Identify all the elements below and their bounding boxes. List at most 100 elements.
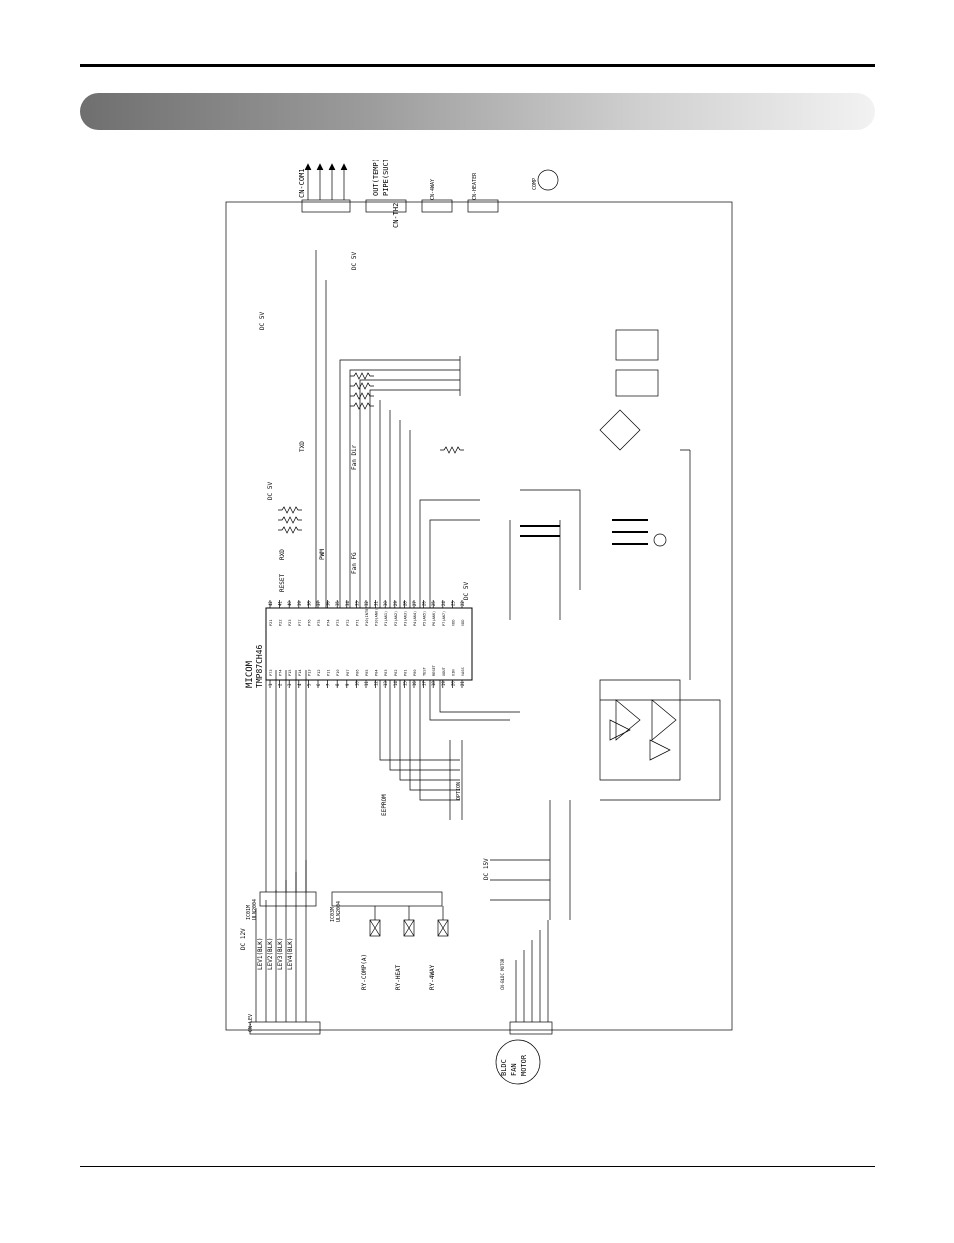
mcu-pin-label-top: P74: [327, 620, 331, 627]
mcu-pin-number-bottom: 3: [287, 683, 292, 686]
cn-lev-label: CN-LEV: [248, 1014, 254, 1032]
opamp-section: [600, 699, 721, 801]
mcu-pin-number-bottom: 13: [383, 681, 388, 686]
mcu-pin-number-top: 31: [374, 601, 379, 606]
bottom-rule: [80, 1166, 875, 1167]
mcu-pin-label-bottom: P15: [288, 670, 292, 677]
mcu-pin-label-top: P1(AN1): [384, 611, 388, 626]
mcu-pin-number-top: 38: [306, 601, 311, 606]
txd-tag: TXD: [299, 441, 306, 452]
mcu-pin-label-bottom: P12: [317, 670, 321, 677]
outtemp-label: OUT(TEMP): [372, 160, 380, 196]
mcu-pin-label-bottom: P02: [394, 670, 398, 677]
mcu-pin-number-top: 35: [335, 601, 340, 606]
signal-bus: [315, 250, 571, 920]
mcu-pin-label-top: P5(AN5): [423, 611, 427, 626]
ry-comp-label: RY-COMP(A): [361, 954, 368, 990]
mcu-pin-number-top: 23: [450, 601, 455, 606]
mcu-pin-number-top: 25: [431, 601, 436, 606]
conn-com1-label: CN-COM1: [298, 168, 306, 198]
mcu-pin-label-top: P75: [317, 620, 321, 627]
option-label: OPTION: [456, 782, 462, 800]
mcu-pin-label-bottom: P03: [384, 670, 388, 677]
mcu-pin-number-bottom: 7: [326, 683, 331, 686]
comp-circle: [537, 169, 559, 191]
mcu-pin-label-top: P73: [336, 620, 340, 627]
conn-4way-block: [421, 199, 453, 213]
mcu-pin-number-top: 32: [364, 601, 369, 606]
ic01m-ref: IC01M: [246, 905, 252, 920]
mcu-pin-label-top: P21: [269, 620, 273, 627]
mcu-pin-number-top: 30: [383, 601, 388, 606]
mcu-pin-number-bottom: 16: [412, 681, 417, 686]
conn-4way-label: CN-4WAY: [430, 179, 436, 200]
mcu-pin-label-top: P72: [346, 620, 350, 627]
mcu-body: [265, 607, 473, 681]
pipe-suction-label: PIPE(SUCTION): [382, 160, 390, 196]
resistor-networks: [278, 372, 464, 534]
mcu-pins: 42P2141P2240P2339P7738P7637P7536P7435P73…: [268, 600, 465, 688]
motor-label-1: BLDC: [500, 1059, 508, 1076]
mcu-pin-label-bottom: P73: [269, 670, 273, 677]
mcu-pin-number-top: 26: [422, 601, 427, 606]
mcu-pin-label-bottom: XOUT: [442, 667, 446, 676]
mcu-pin-number-bottom: 19: [441, 681, 446, 686]
mcu-pin-label-bottom: P74: [279, 670, 283, 677]
board-outline: [225, 201, 733, 1031]
ic01m-part: ULN2004: [252, 899, 258, 920]
mcu-pin-label-top: VDD: [451, 620, 455, 627]
fan-dir-tag: Fan Dir: [351, 444, 358, 470]
mcu-pin-label-bottom: P04: [375, 670, 379, 677]
ry-heat-label: RY-HEAT: [395, 964, 402, 990]
bldc-motor: [495, 1039, 541, 1085]
mcu-pin-number-bottom: 8: [335, 683, 340, 686]
mcu-pin-number-top: 34: [345, 601, 350, 606]
mcu-pin-number-top: 28: [402, 601, 407, 606]
reset-tag: RESET: [279, 574, 286, 592]
mcu-pin-label-top: P3(AN3): [403, 611, 407, 626]
conn-th2-label: CN-TH2: [392, 203, 400, 228]
mcu-pin-number-bottom: 11: [364, 681, 369, 686]
mcu-pin-label-bottom: VASS: [461, 667, 465, 676]
fan-fg-tag: Fan FG: [351, 552, 358, 574]
mcu-pin-number-top: 39: [297, 601, 302, 606]
conn-heater-block: [467, 199, 499, 213]
lev-wires: [255, 860, 307, 1022]
mcu-pin-number-top: 22: [460, 601, 465, 606]
motor-wires: [515, 920, 549, 1022]
mcu-pin-label-top: P23: [288, 620, 292, 627]
mcu-pin-label-top: P7(AN7): [442, 611, 446, 626]
mcu-pin-number-top: 40: [287, 601, 292, 606]
mcu-pin-label-bottom: P00: [413, 670, 417, 677]
mcu-pin-label-top: P4(AN4): [413, 611, 417, 626]
section-banner: [80, 93, 875, 130]
mcu-pin-number-top: 37: [316, 601, 321, 606]
mcu-pin-number-top: 24: [441, 601, 446, 606]
rxd-tag: RXD: [279, 549, 286, 560]
motor-label-3: MOTOR: [520, 1054, 528, 1076]
ic03m-body: [331, 891, 443, 907]
top-rule: [80, 64, 875, 67]
mcu-pin-number-top: 42: [268, 601, 273, 606]
mcu-pin-label-top: P2(AN2): [394, 611, 398, 626]
lev-drive-lines: [265, 670, 307, 892]
mcu-pin-label-bottom: P01: [403, 670, 407, 677]
mcu-pin-number-top: 33: [354, 601, 359, 606]
dc5v-tag-b: DC 5V: [267, 482, 274, 500]
mcu-pin-number-top: 36: [326, 601, 331, 606]
ic01m-body: [259, 891, 317, 907]
mcu-pin-number-top: 41: [278, 601, 283, 606]
dc12v-tag: DC 12V: [240, 928, 247, 950]
mcu-pin-number-top: 29: [393, 601, 398, 606]
mcu-pin-label-bottom: P11: [327, 670, 331, 677]
mcu-pin-label-bottom: P13: [307, 670, 311, 677]
mcu-pin-number-bottom: 9: [345, 683, 350, 686]
conn-motor-block: [509, 1021, 553, 1035]
com1-arrows: [304, 163, 348, 200]
lev3-label: LEV3(BLK): [277, 937, 284, 970]
mcu-pin-label-top: VDD: [461, 620, 465, 627]
mcu-pin-number-bottom: 20: [450, 681, 455, 686]
dc5v-tag-c: DC 5V: [351, 252, 358, 270]
lev1-label: LEV1(BLK): [257, 937, 264, 970]
cn-motor-label: CN-BLDC MOTOR: [500, 958, 505, 990]
